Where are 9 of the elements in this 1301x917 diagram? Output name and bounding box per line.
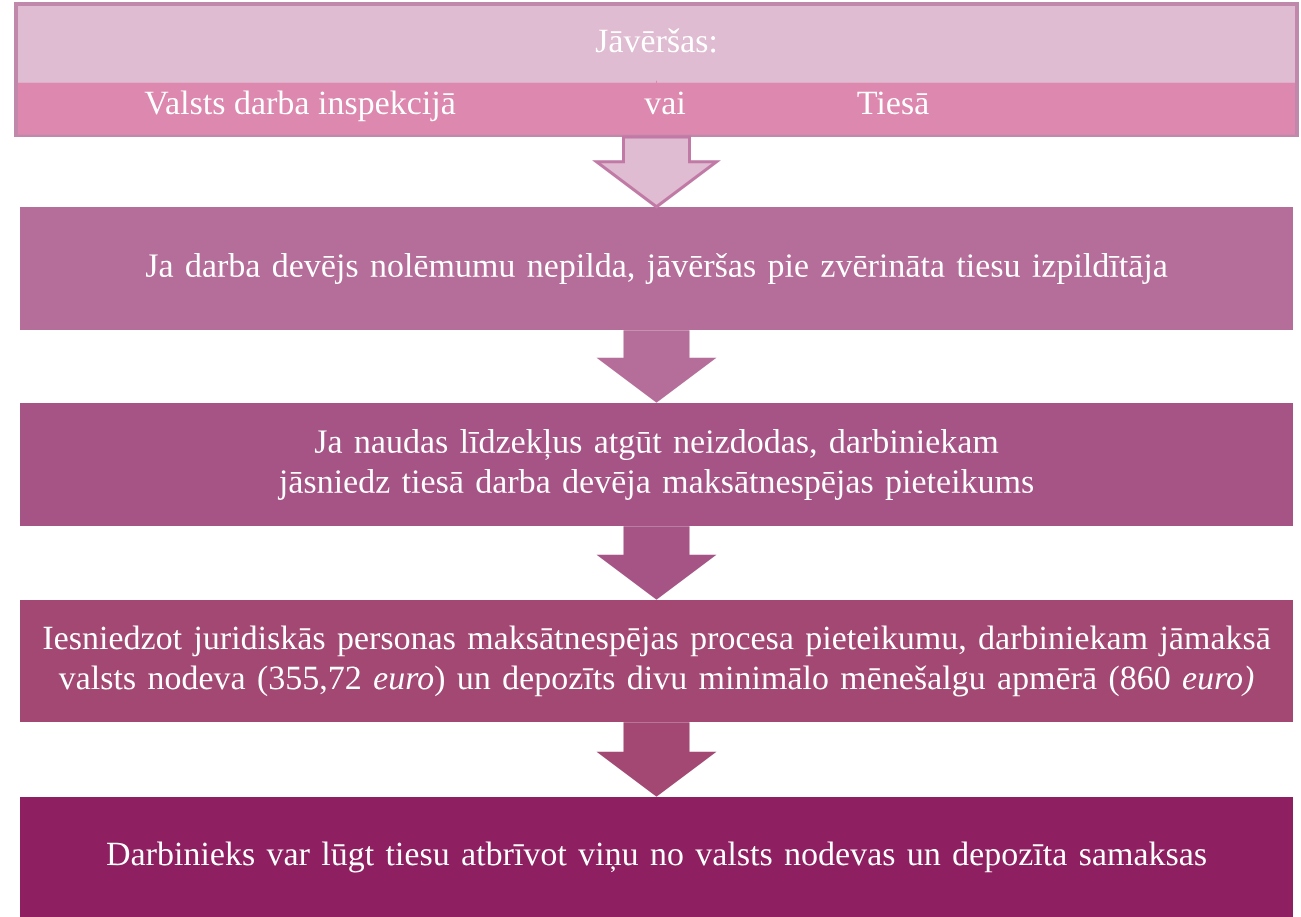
option-band: Valsts darba inspekcijā vai Tiesā xyxy=(18,80,1295,135)
process-box: Ja naudas līdzekļus atgūt neizdodas, darbiniekam jāsniedz tiesā darba devēja maksātnespējas pieteikums xyxy=(20,403,1293,526)
block-arrow xyxy=(596,722,717,797)
block-arrow xyxy=(596,526,717,600)
process-box: Darbinieks var lūgt tiesu atbrīvot viņu no valsts nodevas un depozīta samaksas xyxy=(20,797,1293,917)
block-arrow xyxy=(592,135,721,209)
process-box: Ja darba devējs nolēmumu nepilda, jāvēršas pie zvērināta tiesu izpildītāja xyxy=(20,207,1293,330)
block-arrow xyxy=(596,330,717,403)
process-box: Iesniedzot juridiskās personas maksātnespējas procesa pieteikumu, darbiniekam jāmaksā valsts nodeva (355,72 euro) un depozīts divu minimālo mēnešalgu apmērā (860 euro) xyxy=(20,600,1293,722)
